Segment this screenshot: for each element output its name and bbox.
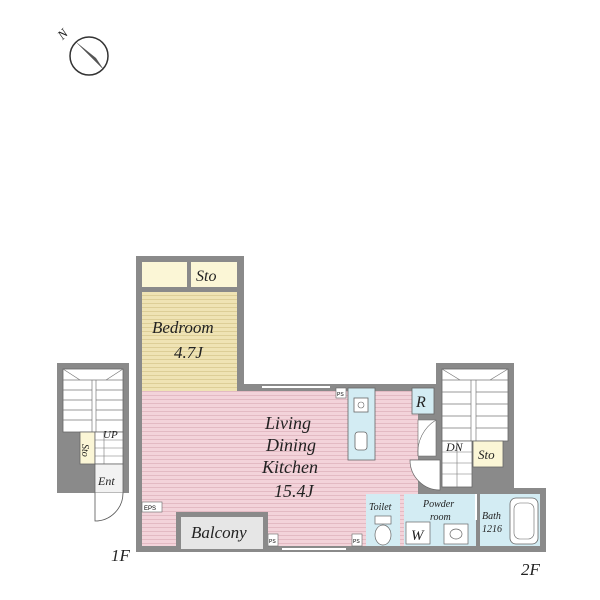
bedroom — [142, 292, 237, 396]
bedroom-label: Bedroom — [152, 318, 214, 337]
balcony — [181, 517, 263, 549]
hall-door[interactable] — [417, 419, 437, 457]
toilet-tank-icon — [374, 515, 392, 525]
sink-icon — [354, 431, 368, 451]
powder-room-label-2: room — [430, 512, 451, 523]
stair-1f — [62, 368, 124, 433]
wet-zone-door[interactable] — [409, 459, 441, 491]
toilet-bowl-icon — [374, 524, 392, 546]
compass: N — [53, 25, 109, 76]
pipe-space-top — [335, 387, 347, 399]
svg-text:EPS: EPS — [144, 506, 156, 512]
storage-1f-label: Sto — [79, 444, 90, 457]
stair-treads-2f — [441, 368, 509, 441]
north-label: N — [53, 25, 71, 43]
toilet-label: Toilet — [369, 502, 392, 513]
stair-up-label: UP — [103, 429, 118, 441]
bath-label-2: 1216 — [482, 524, 502, 535]
vanity-sink-icon — [443, 523, 469, 545]
storage-top-label: Sto — [196, 268, 216, 285]
storage-right — [472, 440, 504, 468]
powder-room-label-1: Powder — [422, 499, 454, 510]
balcony-label: Balcony — [191, 523, 247, 542]
svg-text:PS: PS — [353, 539, 360, 545]
stair-2f — [441, 368, 509, 442]
entrance-label: Ent — [97, 474, 115, 488]
refrigerator — [411, 387, 435, 415]
stove-icon — [353, 397, 369, 413]
entrance-door[interactable] — [94, 492, 124, 522]
pipe-space-bottom-right — [351, 533, 363, 547]
svg-text:PS: PS — [269, 539, 276, 545]
ldk-label-kitchen: Kitchen — [261, 457, 318, 477]
stair-down-label: DN — [445, 440, 464, 454]
storage-right-label: Sto — [478, 447, 495, 462]
floor-label-1f: 1F — [111, 546, 130, 565]
eps-box — [141, 501, 163, 513]
bath-label-1: Bath — [482, 511, 501, 522]
ldk-label-dining: Dining — [265, 435, 316, 455]
first-floor-stair-block: UP Sto Ent — [57, 363, 129, 522]
ldk-label-living: Living — [264, 413, 311, 433]
washer-label: W — [411, 528, 425, 544]
svg-text:PS: PS — [337, 392, 344, 398]
bathtub-icon — [509, 497, 539, 545]
floor-label-2f: 2F — [521, 560, 540, 579]
compass-ring — [69, 36, 109, 76]
refrigerator-label: R — [415, 394, 426, 411]
bedroom-size: 4.7J — [174, 343, 204, 362]
washer-space — [405, 521, 431, 545]
ldk-size: 15.4J — [274, 481, 315, 501]
stair-treads-1f — [62, 368, 124, 432]
